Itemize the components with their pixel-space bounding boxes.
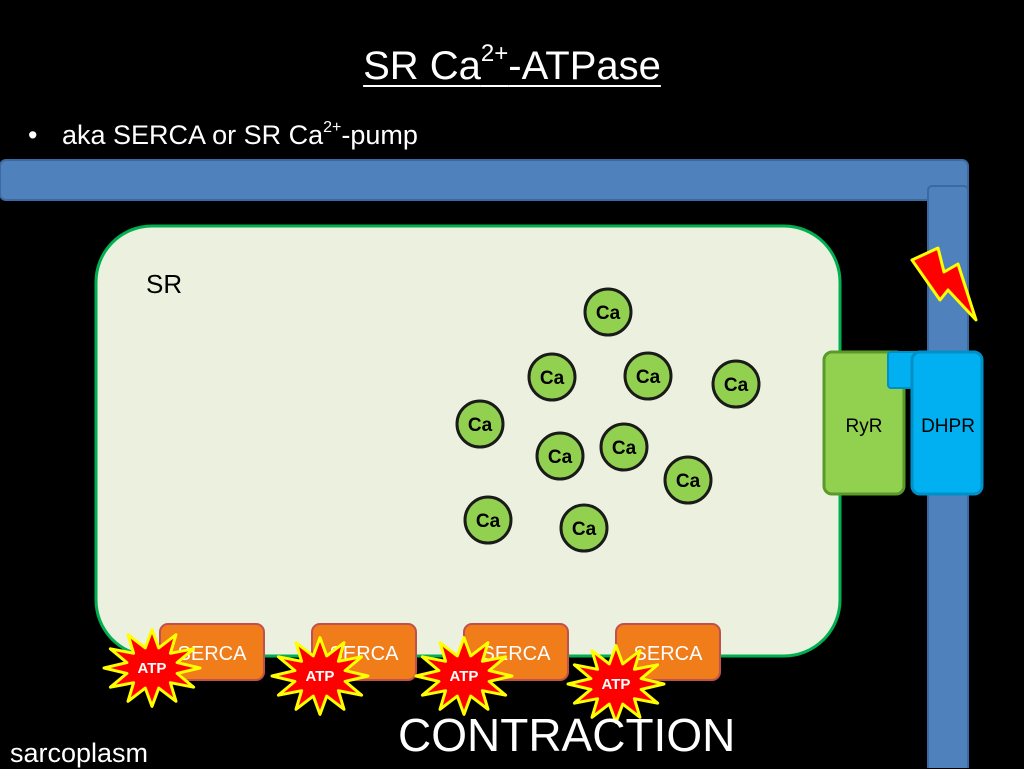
calcium-ion-circle	[599, 422, 649, 472]
calcium-ion-label: Ca	[468, 415, 493, 436]
calcium-ion: Ca	[463, 495, 513, 545]
atp-star: ATP	[102, 628, 202, 708]
bullet-point: • aka SERCA or SR Ca2+-pump	[28, 120, 418, 151]
sarcoplasm-label: sarcoplasm	[10, 738, 149, 768]
calcium-ion: Ca	[623, 351, 673, 401]
calcium-ion-label: Ca	[612, 438, 637, 459]
calcium-ion-label: Ca	[572, 519, 597, 540]
atp-star: ATP	[414, 636, 514, 716]
sr-label: SR	[146, 269, 182, 299]
lightning-bolt-icon	[910, 246, 978, 322]
contraction-label: CONTRACTION	[398, 709, 736, 761]
calcium-ion-circle	[663, 455, 713, 505]
calcium-ion-label: Ca	[636, 367, 661, 388]
ryr-channel	[822, 350, 906, 496]
calcium-ion: Ca	[711, 359, 761, 409]
atp-star: ATP	[566, 644, 666, 724]
calcium-ion: Ca	[599, 422, 649, 472]
atp-star-burst	[566, 644, 666, 724]
calcium-ion-label: Ca	[548, 447, 573, 468]
calcium-ion-circle	[559, 503, 609, 553]
atp-label: ATP	[138, 660, 167, 677]
calcium-ion-circle	[711, 359, 761, 409]
calcium-ion-circle	[583, 287, 633, 337]
calcium-ion-circle	[535, 431, 585, 481]
title-superscript: 2+	[480, 40, 509, 67]
atp-label: ATP	[306, 668, 335, 685]
atp-star-burst	[270, 636, 370, 716]
calcium-ion: Ca	[535, 431, 585, 481]
dhpr-channel	[910, 350, 984, 496]
sarcolemma-membrane	[0, 159, 969, 201]
calcium-ion: Ca	[663, 455, 713, 505]
slide-title: SR Ca2+-ATPase	[0, 42, 1024, 89]
calcium-ion-label: Ca	[596, 303, 621, 324]
calcium-ion: Ca	[455, 399, 505, 449]
calcium-ion-label: Ca	[540, 368, 565, 389]
calcium-ion: Ca	[559, 503, 609, 553]
serca-pump-label: SERCA	[634, 643, 704, 665]
atp-star: ATP	[270, 636, 370, 716]
bullet-dot-icon: •	[28, 120, 38, 150]
atp-label: ATP	[602, 676, 631, 693]
calcium-ion: Ca	[527, 352, 577, 402]
bullet-prefix: aka SERCA or SR Ca	[62, 120, 324, 150]
atp-star-burst	[414, 636, 514, 716]
calcium-ion-circle	[463, 495, 513, 545]
calcium-ion-label: Ca	[476, 511, 501, 532]
bullet-suffix: -pump	[341, 120, 418, 150]
calcium-ion-circle	[527, 352, 577, 402]
title-suffix: -ATPase	[508, 44, 661, 88]
calcium-ion-label: Ca	[676, 471, 701, 492]
calcium-ion-circle	[455, 399, 505, 449]
ryr-label: RyR	[846, 416, 883, 437]
calcium-ion-circle	[623, 351, 673, 401]
title-main: SR Ca	[363, 44, 481, 88]
calcium-ion: Ca	[583, 287, 633, 337]
calcium-ion-label: Ca	[724, 375, 749, 396]
atp-stars: ATP ATP ATP ATP	[102, 628, 666, 724]
atp-star-burst	[102, 628, 202, 708]
atp-label: ATP	[450, 668, 479, 685]
dhpr-label: DHPR	[921, 416, 975, 437]
bullet-superscript: 2+	[323, 119, 342, 136]
